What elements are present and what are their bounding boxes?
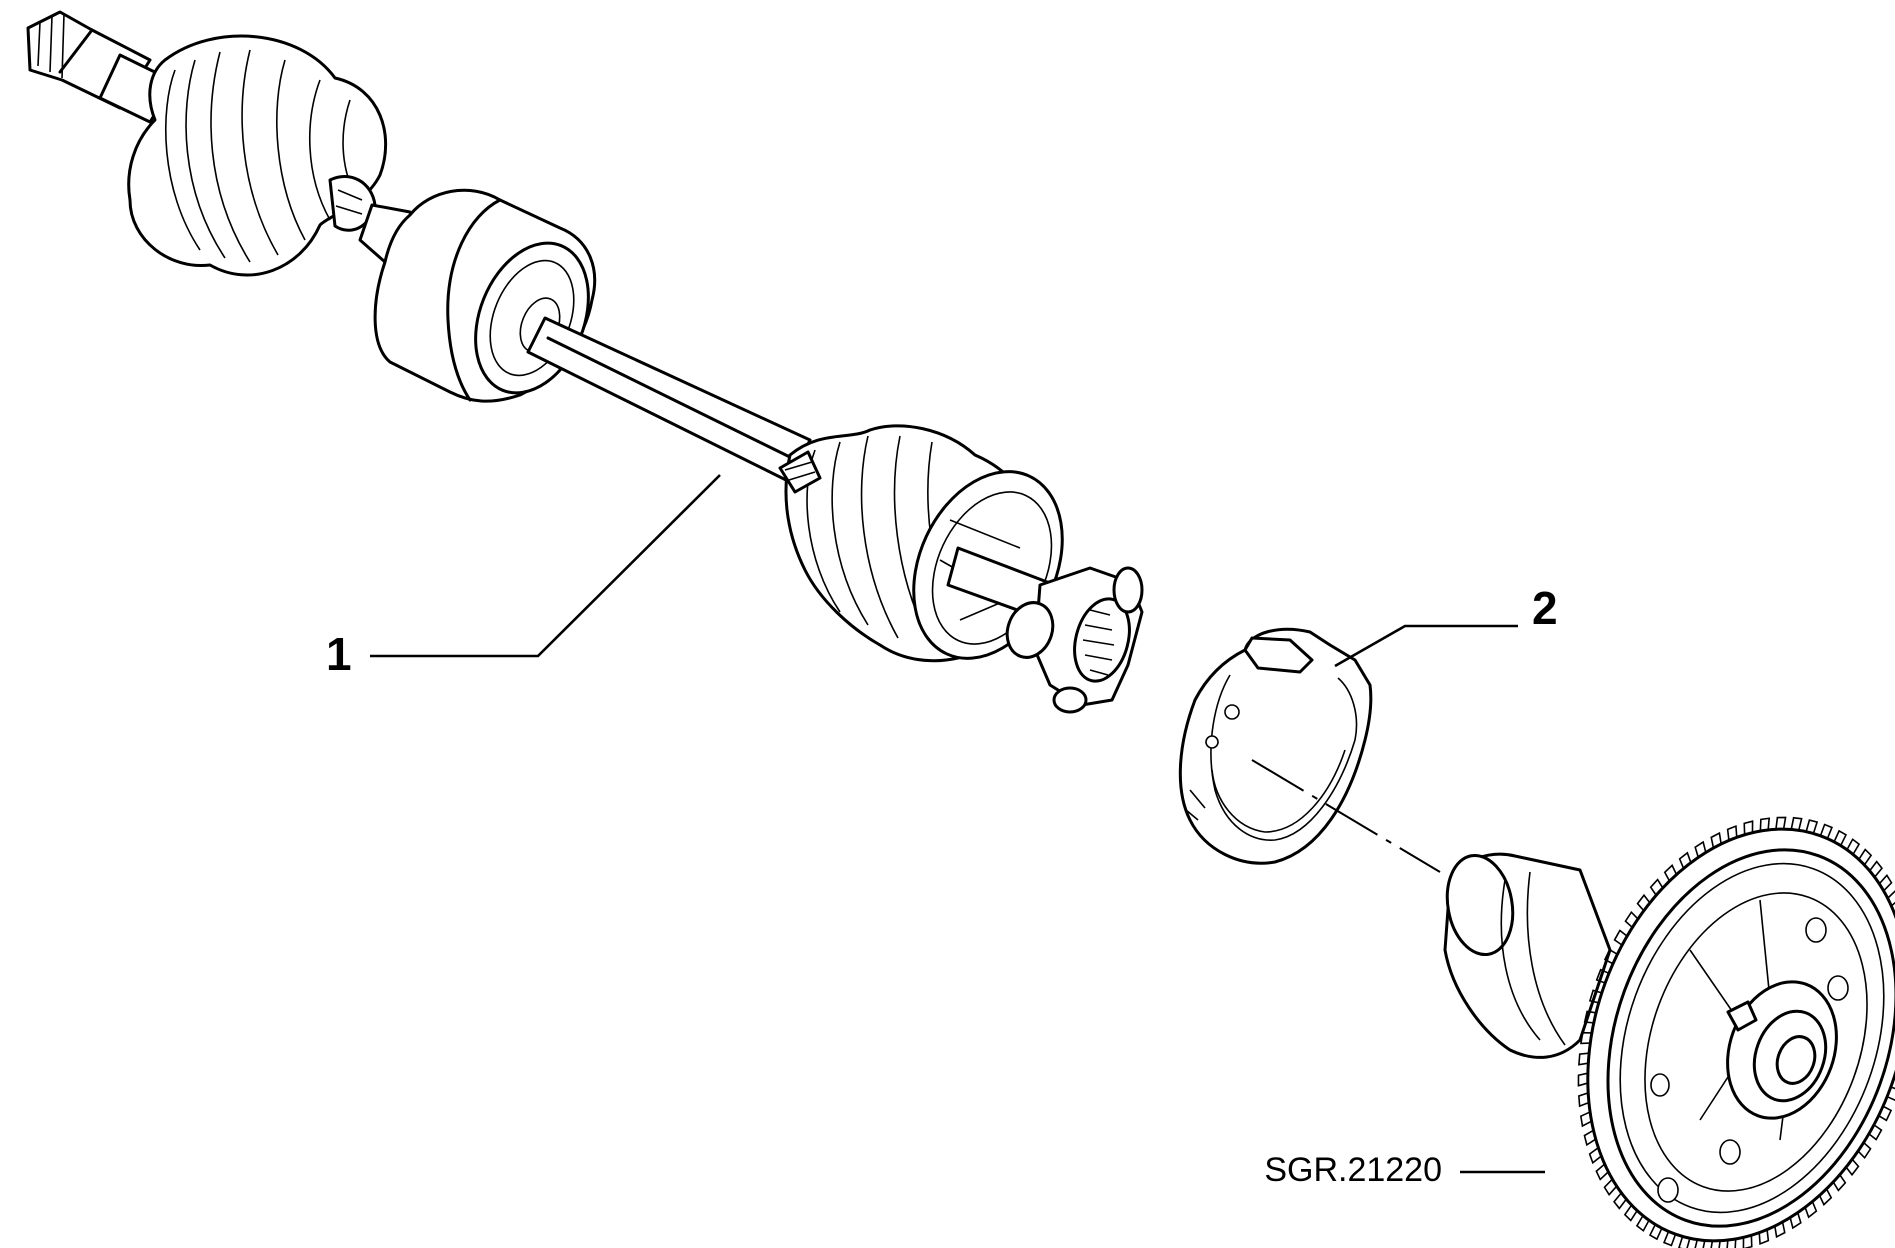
gear-tooth xyxy=(1758,1229,1770,1245)
gear-tooth xyxy=(1774,1221,1786,1239)
leader-line-2 xyxy=(1334,624,1518,668)
gear-tooth xyxy=(1868,1124,1883,1141)
gear-tooth xyxy=(1603,1178,1618,1197)
gear-tooth xyxy=(1613,929,1628,946)
gear-tooth xyxy=(1878,1105,1893,1122)
spline-coupling xyxy=(1005,566,1144,714)
gear-tooth xyxy=(1805,819,1819,834)
gear-tooth xyxy=(1583,1010,1597,1024)
reference-code-callout: SGR.21220 xyxy=(1264,1151,1545,1189)
gear-tooth xyxy=(1789,1212,1802,1230)
gear-tooth xyxy=(1678,851,1692,869)
gear-tooth xyxy=(1663,1231,1677,1247)
callout-1: 1 xyxy=(326,474,721,680)
gear-tooth xyxy=(1583,1129,1597,1147)
gear-tooth xyxy=(1579,1111,1592,1128)
shaft-bar xyxy=(526,316,812,484)
gear-tooth xyxy=(1886,1086,1895,1102)
gear-tooth xyxy=(1775,816,1787,830)
gear-tooth xyxy=(1580,1031,1592,1045)
differential-crown-gear xyxy=(1443,816,1895,1248)
gear-tooth xyxy=(1623,1204,1638,1222)
gear-tooth xyxy=(1759,817,1771,832)
gear-tooth xyxy=(1635,1215,1650,1232)
gear-tooth xyxy=(1578,1052,1590,1066)
gear-tooth xyxy=(1577,1072,1589,1087)
gear-tooth xyxy=(1694,1239,1706,1248)
gear-bolts xyxy=(1650,917,1849,1203)
gear-tooth xyxy=(1588,1147,1602,1165)
gear-tooth xyxy=(1595,968,1610,984)
assembly-axis-line xyxy=(1251,759,1441,873)
gear-tooth xyxy=(1832,1174,1847,1192)
outer-cv-boot xyxy=(127,34,388,277)
gear-tooth xyxy=(1887,890,1895,907)
gear-tooth xyxy=(1845,1158,1860,1177)
gear-tooth xyxy=(1819,823,1833,839)
gear-tooth xyxy=(1857,1141,1872,1160)
gear-tooth xyxy=(1694,840,1707,858)
gear-tooth xyxy=(1743,820,1754,835)
drive-shaft-assembly[interactable] xyxy=(26,10,1144,714)
gear-tooth xyxy=(1649,878,1664,896)
gear-tooth xyxy=(1878,873,1893,892)
gear-tooth xyxy=(1833,829,1848,846)
callout-number-1: 1 xyxy=(326,628,352,680)
callout-2: 2 xyxy=(1334,582,1558,668)
gear-tooth xyxy=(1624,910,1639,929)
leader-line-1 xyxy=(370,474,721,658)
gear-tooth xyxy=(1726,825,1738,841)
gear-tooth xyxy=(1804,1201,1818,1219)
gear-tooth xyxy=(1603,948,1618,965)
gear-tooth xyxy=(1710,1240,1721,1248)
gear-tooth xyxy=(1663,864,1678,882)
shaft-splined-end xyxy=(26,10,177,124)
gear-tooth xyxy=(1578,1092,1590,1108)
boot-clamp-ring[interactable] xyxy=(1178,627,1373,865)
gear-tooth xyxy=(1678,1236,1691,1248)
reference-code-label: SGR.21220 xyxy=(1264,1151,1442,1189)
gear-tooth xyxy=(1846,838,1861,855)
gear-tooth xyxy=(1818,1188,1833,1206)
gear-tooth xyxy=(1726,1238,1737,1248)
gear-tooth xyxy=(1588,989,1603,1004)
gear-tooth xyxy=(1858,848,1873,866)
gear-tooth xyxy=(1869,860,1883,878)
vibration-damper xyxy=(373,188,597,403)
callout-number-2: 2 xyxy=(1532,582,1558,634)
gear-tooth xyxy=(1790,816,1803,831)
gear-tooth xyxy=(1710,831,1722,849)
gear-teeth xyxy=(1577,816,1895,1248)
gear-tooth xyxy=(1648,1224,1663,1241)
gear-tooth xyxy=(1636,893,1651,912)
gear-tooth xyxy=(1613,1192,1627,1210)
gear-tooth xyxy=(1595,1163,1609,1181)
